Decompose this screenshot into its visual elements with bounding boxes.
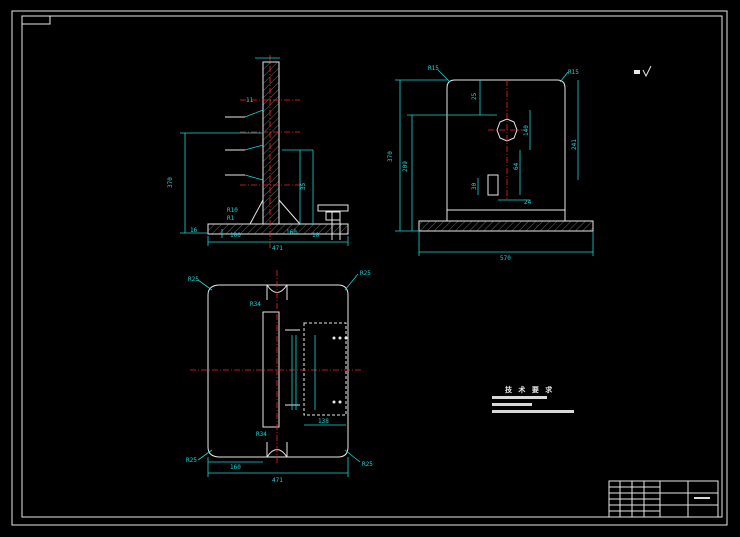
side-d241-dim: 241	[571, 139, 578, 150]
note-line-2	[492, 403, 532, 406]
top-seg-right-dim: 138	[318, 418, 329, 425]
side-total-height-dim: 370	[387, 151, 394, 162]
title-block-label	[694, 497, 710, 499]
outer-frame	[11, 10, 728, 526]
top-view: R25 R25 R25 R25 471 160 138 R34 R34	[186, 270, 373, 484]
front-d35-dim: 35	[300, 182, 307, 190]
front-r1-dim: R1	[227, 215, 235, 222]
technical-notes: 技 术 要 求	[492, 385, 574, 413]
top-r25-bl-dim: R25	[186, 457, 197, 464]
side-inner-height-dim: 209	[402, 161, 409, 172]
top-r25-tr-dim: R25	[360, 270, 371, 277]
front-base-width-dim: 471	[272, 245, 283, 252]
top-seg-left-dim: 160	[230, 464, 241, 471]
title-block	[608, 480, 719, 518]
side-d25-dim: 25	[471, 92, 478, 100]
side-r15-left-dim: R15	[428, 65, 439, 72]
top-width-dim: 471	[272, 477, 283, 484]
front-base-height-dim: 16	[190, 227, 198, 234]
side-d30-dim: 30	[471, 182, 478, 190]
front-r10-dim: R10	[227, 207, 238, 214]
front-seg-left-dim: 100	[230, 232, 241, 239]
side-d140-dim: 140	[523, 125, 530, 136]
side-view: 370 209 570 R15 R15 140 241 64 25 30 24	[387, 65, 594, 262]
top-r34-top-dim: R34	[250, 301, 261, 308]
top-r34-bot-dim: R34	[256, 431, 267, 438]
side-r15-right-dim: R15	[568, 69, 579, 76]
notes-title: 技 术 要 求	[505, 385, 554, 394]
front-seg-right-dim: 10	[312, 232, 320, 239]
side-d64-dim: 64	[513, 162, 520, 170]
front-seg-mid-dim: 160	[286, 229, 297, 236]
corner-tab	[21, 15, 51, 25]
inner-frame	[21, 15, 723, 518]
front-view: 370 16 471 100 160 10 R10 R1 11 35	[167, 55, 349, 252]
top-r25-br-dim: R25	[362, 461, 373, 468]
note-line-3	[492, 410, 574, 413]
note-line-1	[492, 396, 547, 399]
top-r25-tl-dim: R25	[188, 276, 199, 283]
side-d24-dim: 24	[524, 199, 532, 206]
front-height-dim: 370	[167, 177, 174, 188]
roughness-symbol	[634, 65, 652, 78]
front-d11-dim: 11	[246, 97, 254, 104]
side-total-width-dim: 570	[500, 255, 511, 262]
